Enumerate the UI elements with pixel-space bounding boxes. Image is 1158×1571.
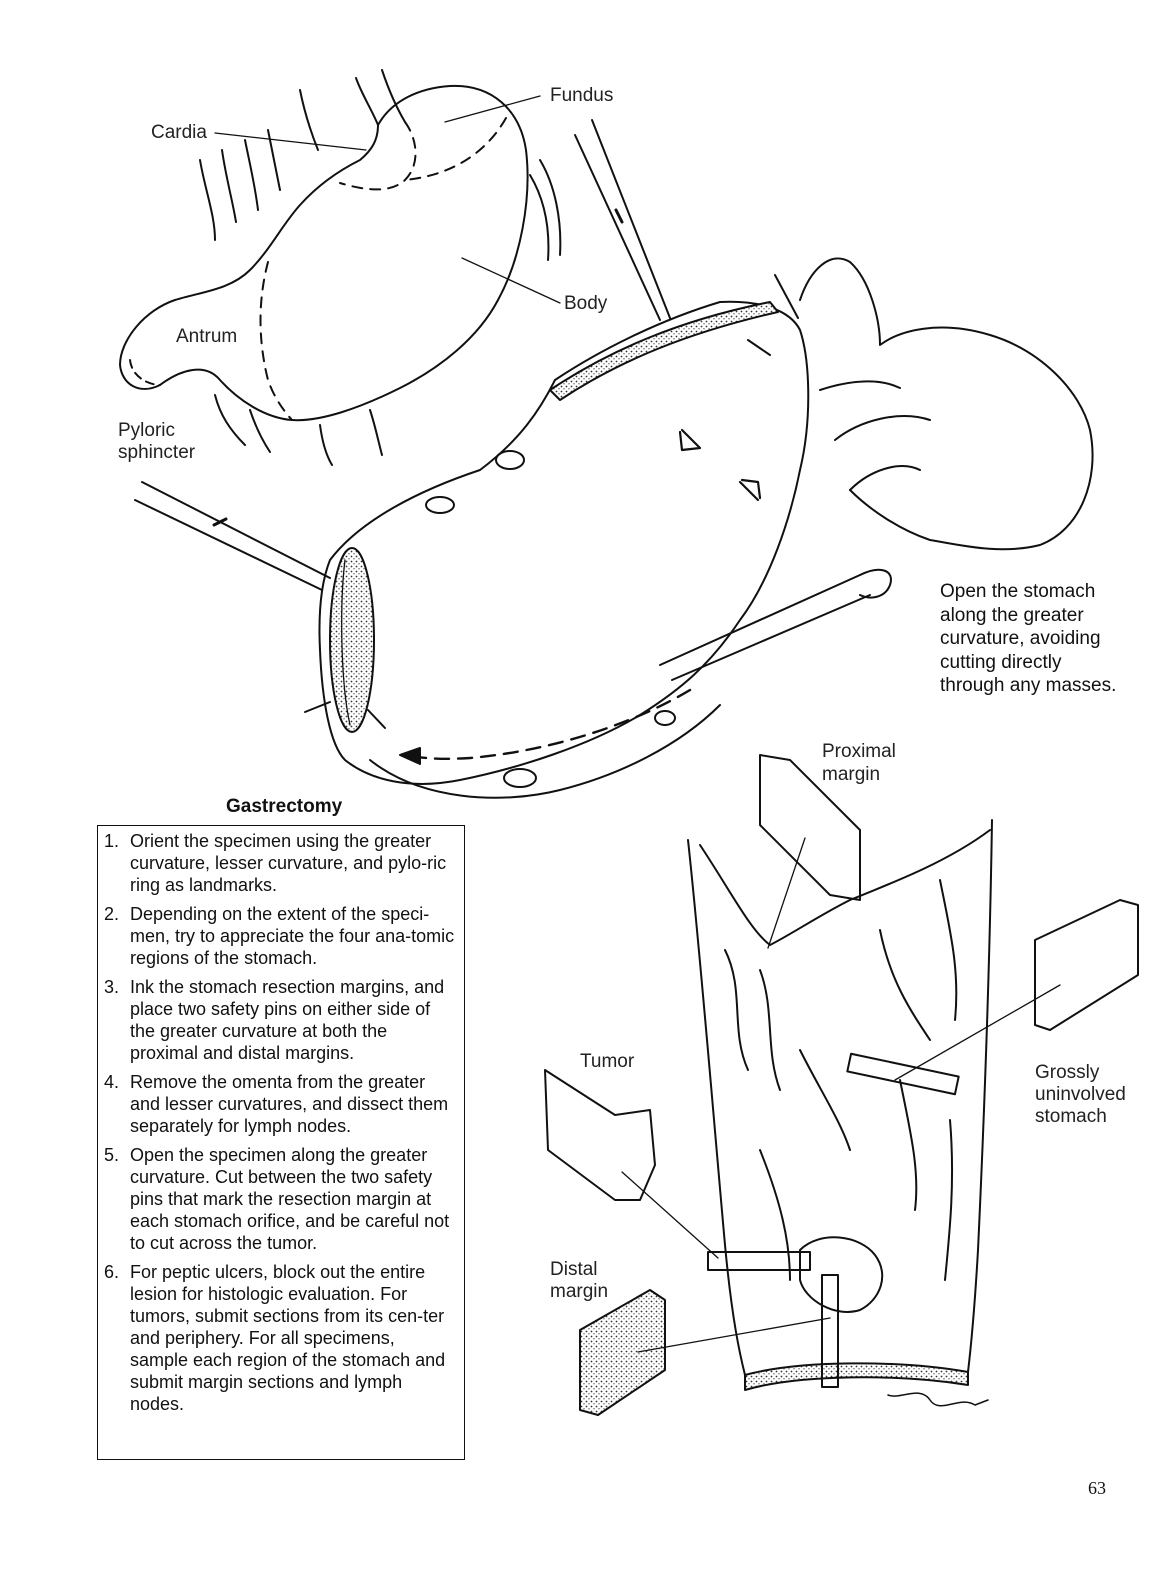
step-text: Orient the specimen using the greater cu…	[130, 831, 447, 895]
procedure-step: 1. Orient the specimen using the greater…	[104, 830, 456, 896]
step-number: 4.	[104, 1072, 120, 1092]
procedure-step: 5. Open the specimen along the greater c…	[104, 1144, 456, 1254]
proximal-margin-label-1: Proximal	[822, 741, 896, 762]
step-text: Remove the omenta from the greater and l…	[130, 1072, 449, 1136]
antrum-label: Antrum	[176, 326, 238, 347]
caption-line: Open the stomach	[940, 581, 1096, 602]
step-text: Ink the stomach resection margins, and p…	[130, 977, 445, 1063]
proximal-margin-label-2: margin	[822, 764, 881, 785]
distal-margin-label-2: margin	[550, 1281, 609, 1302]
procedure-step: 3. Ink the stomach resection margins, an…	[104, 976, 456, 1064]
opened-stomach-drawing	[134, 119, 1094, 799]
step-text: For peptic ulcers, block out the entire …	[130, 1262, 446, 1414]
fundus-label: Fundus	[550, 85, 614, 106]
step-number: 5.	[104, 1145, 120, 1165]
procedure-step: 4. Remove the omenta from the greater an…	[104, 1071, 456, 1137]
procedure-step: 2. Depending on the extent of the speci-…	[104, 903, 456, 969]
procedure-steps-box: 1. Orient the specimen using the greater…	[97, 825, 465, 1460]
grossly-uninvolved-label-3: stomach	[1035, 1106, 1107, 1127]
grossly-uninvolved-label-1: Grossly	[1035, 1062, 1100, 1083]
tumor-label: Tumor	[580, 1051, 635, 1072]
page-number: 63	[1088, 1478, 1106, 1498]
sphincter-label: sphincter	[118, 442, 196, 463]
opened-specimen-drawing	[544, 754, 1139, 1416]
caption-line: cutting directly	[940, 651, 1062, 673]
step-number: 1.	[104, 831, 120, 851]
procedure-step: 6. For peptic ulcers, block out the enti…	[104, 1261, 456, 1415]
step-number: 3.	[104, 977, 120, 997]
procedure-title: Gastrectomy	[226, 796, 343, 817]
intact-stomach-drawing	[119, 69, 562, 466]
caption-line: curvature, avoiding	[940, 628, 1101, 649]
step-text: Open the specimen along the greater curv…	[130, 1145, 450, 1253]
step-text: Depending on the extent of the speci-men…	[130, 904, 455, 968]
caption-line: along the greater	[940, 604, 1084, 626]
body-label: Body	[564, 293, 608, 314]
step-number: 6.	[104, 1262, 120, 1282]
step-number: 2.	[104, 904, 120, 924]
open-stomach-caption: Open the stomach along the greater curva…	[940, 580, 1130, 698]
grossly-uninvolved-label-2: uninvolved	[1035, 1084, 1126, 1105]
pyloric-label: Pyloric	[118, 420, 176, 441]
caption-line: through any masses.	[940, 675, 1117, 696]
distal-margin-label-1: Distal	[550, 1259, 598, 1280]
cardia-label: Cardia	[151, 122, 207, 143]
